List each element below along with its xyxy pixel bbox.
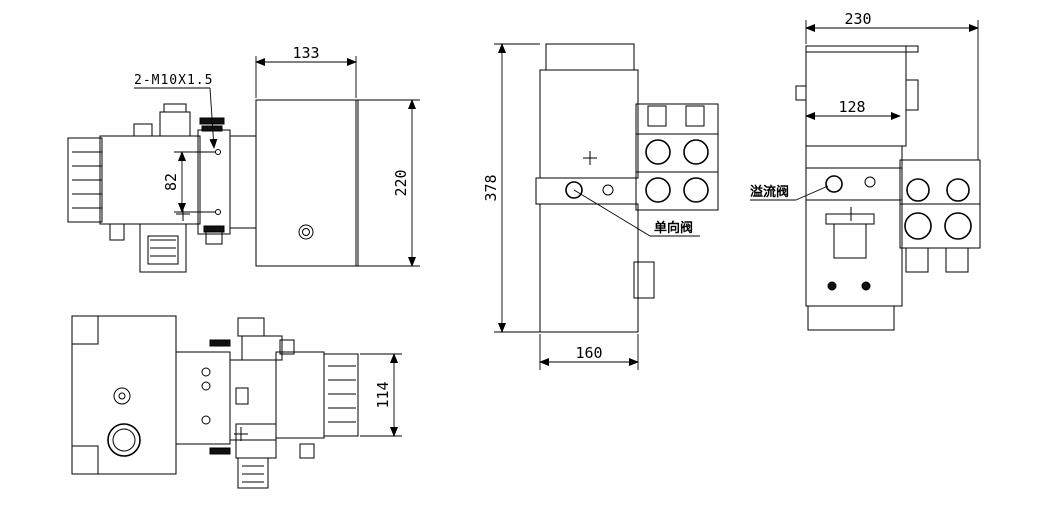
dim-220-label: 220 <box>392 169 410 196</box>
dim-160-label: 160 <box>575 344 602 362</box>
end-view-right: 230 128 溢流阀 <box>750 10 981 331</box>
dim-133-label: 133 <box>292 44 319 62</box>
dim-230-label: 230 <box>844 10 871 28</box>
side-view-top-left: 133 220 82 2-M10X1.5 <box>67 44 420 273</box>
thread-spec-label: 2-M10X1.5 <box>134 73 213 88</box>
dim-82-label: 82 <box>162 173 180 191</box>
overflow-valve-label: 溢流阀 <box>750 184 789 200</box>
dim-114-label: 114 <box>374 381 392 408</box>
dim-378-label: 378 <box>482 174 500 201</box>
dim-128-label: 128 <box>838 98 865 116</box>
check-valve-label: 单向阀 <box>654 220 693 236</box>
top-view-bottom-left: 114 <box>71 315 402 489</box>
front-view-center: 378 160 单向阀 <box>482 43 719 370</box>
